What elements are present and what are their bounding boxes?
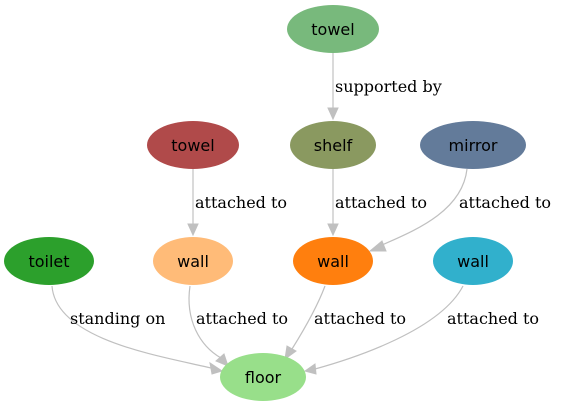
edge-label: attached to (195, 193, 287, 212)
node-label: toilet (28, 252, 69, 271)
node-shape (153, 237, 233, 285)
node-towel-left[interactable]: towel (147, 121, 239, 169)
edge-wall-c-to-floor: attached to (303, 285, 539, 375)
edge-wall-b-to-floor: attached to (284, 285, 406, 361)
node-shape (147, 121, 239, 169)
node-wall-a[interactable]: wall (153, 237, 233, 285)
node-shape (287, 5, 379, 53)
edge-toilet-to-floor: standing on (51, 285, 224, 375)
node-floor[interactable]: floor (220, 353, 306, 401)
edge-label: attached to (335, 193, 427, 212)
node-mirror[interactable]: mirror (420, 121, 526, 169)
node-shape (293, 237, 373, 285)
edge-towel-top-to-shelf: supported by (327, 53, 442, 121)
node-towel-top[interactable]: towel (287, 5, 379, 53)
edge-wall-a-to-floor: attached to (188, 285, 288, 367)
node-shape (433, 237, 513, 285)
edge-label: attached to (314, 309, 406, 328)
node-shape (4, 237, 94, 285)
node-label: shelf (314, 136, 353, 155)
edge-label: attached to (447, 309, 539, 328)
edge-shelf-to-wall-b: attached to (327, 169, 427, 237)
node-wall-b[interactable]: wall (293, 237, 373, 285)
node-shape (420, 121, 526, 169)
node-toilet[interactable]: toilet (4, 237, 94, 285)
node-label: wall (317, 252, 349, 271)
node-label: mirror (449, 136, 498, 155)
edge-towel-left-to-wall-a: attached to (187, 169, 287, 237)
node-wall-c[interactable]: wall (433, 237, 513, 285)
edge-label: attached to (459, 193, 551, 212)
edge-mirror-to-wall-b: attached to (368, 168, 551, 252)
node-label: wall (457, 252, 489, 271)
node-label: towel (171, 136, 214, 155)
node-shape (290, 121, 376, 169)
node-label: wall (177, 252, 209, 271)
node-label: towel (311, 20, 354, 39)
edge-label: standing on (70, 309, 165, 328)
node-shape (220, 353, 306, 401)
node-shelf[interactable]: shelf (290, 121, 376, 169)
edge-label: attached to (196, 309, 288, 328)
node-label: floor (245, 368, 282, 387)
edge-label: supported by (335, 77, 442, 96)
